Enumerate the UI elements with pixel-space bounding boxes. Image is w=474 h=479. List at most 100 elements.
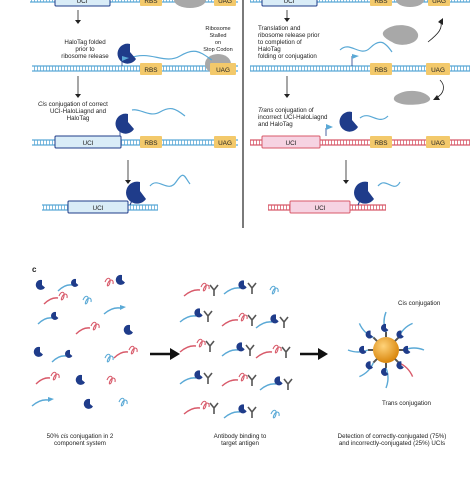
translation-label-line-1: Translation and xyxy=(258,25,301,32)
halotag-icon xyxy=(126,181,146,204)
uci-strand xyxy=(221,379,239,387)
peptide-icon xyxy=(104,277,114,287)
uci-strand xyxy=(347,349,369,353)
antibody-icon xyxy=(394,336,400,342)
uci-box-label: UCI xyxy=(82,140,93,147)
antibody-icon xyxy=(209,284,219,296)
uag-box-label: UAG xyxy=(432,0,446,5)
peptide-icon xyxy=(272,344,282,354)
left-row-4: UCI xyxy=(42,160,191,214)
uci-strand xyxy=(35,377,51,385)
uci-strand xyxy=(75,327,91,335)
uci-strand xyxy=(103,307,121,315)
uci-box-label: UCI xyxy=(314,205,325,212)
peptide-icon xyxy=(238,312,248,322)
uag-box xyxy=(210,63,236,75)
left-row-2: RBS UAG xyxy=(32,43,238,98)
peptide-icon xyxy=(200,282,210,292)
halotag-icon xyxy=(274,376,283,386)
trans-label-line-3: and HaloTag xyxy=(258,121,293,128)
uci-box xyxy=(67,200,129,214)
caption-2-line-2: target antigen xyxy=(221,440,259,447)
rbs-box-label: RBS xyxy=(144,0,157,5)
ribosome xyxy=(174,0,206,8)
uag-box xyxy=(428,0,450,6)
antibody-icon xyxy=(281,346,291,358)
halotag-icon xyxy=(339,111,358,132)
uci-strand xyxy=(223,287,241,295)
caption-3-line-1: Detection of correctly-conjugated (75%) xyxy=(338,433,447,440)
peptide-chain xyxy=(131,107,186,117)
uci-strand xyxy=(255,351,273,359)
antibody-icon xyxy=(372,336,378,342)
antibody-icon xyxy=(203,310,213,322)
halotag-icon xyxy=(238,404,247,414)
halotag-icon xyxy=(359,345,367,354)
peptide-icon xyxy=(58,291,68,301)
antibody-icon xyxy=(283,378,293,390)
uci-strand xyxy=(255,321,273,329)
rbs-box-label: RBS xyxy=(144,67,157,74)
antibody-icon xyxy=(247,406,257,418)
halotag-icon xyxy=(194,308,203,318)
uag-box xyxy=(214,136,236,148)
peptide-chain xyxy=(377,181,401,187)
uci-strand xyxy=(223,411,241,419)
antibody-icon xyxy=(279,316,289,328)
peptide-icon xyxy=(50,371,60,381)
halotag-icon xyxy=(75,374,85,385)
trans-word: Trans xyxy=(258,107,273,114)
peptide-icon xyxy=(82,295,92,305)
peptide-icon xyxy=(269,285,279,295)
cis-conjugation-label: Cis conjugation xyxy=(398,300,441,307)
halotag-icon xyxy=(51,311,59,320)
uag-box-label: UAG xyxy=(216,67,230,74)
ribosome-label-line-4: Stop Codon xyxy=(203,47,233,53)
antibody-icon xyxy=(247,282,257,294)
halotag-icon xyxy=(354,181,374,204)
peptide-icon xyxy=(90,321,100,331)
halotag-icon xyxy=(117,43,136,64)
uag-box-label: UAG xyxy=(431,140,445,147)
halotag-icon xyxy=(236,342,245,352)
halotag-label-line-1: HaloTag folded xyxy=(64,39,106,46)
caption-1-line-2: component system xyxy=(54,440,106,447)
uci-strand xyxy=(37,317,53,325)
uci-box xyxy=(54,0,111,7)
ribosome-label-line-3: on xyxy=(215,40,221,46)
halotag-icon xyxy=(194,370,203,380)
uci-strand xyxy=(385,367,389,389)
peptide-chain xyxy=(129,50,213,61)
ligand-flag-icon xyxy=(352,54,359,59)
ribosome-label-line-2: Stalled xyxy=(209,33,226,39)
uag-box xyxy=(426,63,450,75)
peptide-icon xyxy=(106,375,116,385)
halotag-icon xyxy=(270,314,279,324)
halotag-icon xyxy=(65,349,73,358)
translation-label-line-5: folding or conjugation xyxy=(258,53,317,60)
ribosome xyxy=(382,25,419,45)
right-row-3: UCI RBS UAG xyxy=(250,111,470,149)
process-arrow-2 xyxy=(300,348,328,360)
rbs-box xyxy=(370,63,392,75)
peptide-icon xyxy=(128,345,138,355)
ligand-flag-icon xyxy=(120,305,126,310)
halotag-icon xyxy=(83,398,93,409)
ligand-flag-icon xyxy=(326,124,333,130)
uci-strand xyxy=(113,351,129,359)
halotag-icon xyxy=(381,323,389,332)
component-mixture xyxy=(31,274,138,409)
uci-strand xyxy=(359,362,375,378)
peptide-icon xyxy=(196,338,206,348)
right-row-1: UCI RBS UAG xyxy=(250,0,470,22)
peptide-chain xyxy=(339,41,393,53)
uci-box-label: UCI xyxy=(76,0,87,5)
uci-strand xyxy=(179,345,197,353)
halotag-icon xyxy=(396,361,404,370)
peptide-chain xyxy=(359,115,389,121)
left-row-1: UCI RBS UAG xyxy=(30,0,238,24)
halotag-icon xyxy=(381,367,389,376)
antibody-icon xyxy=(372,358,378,364)
antibody-icon xyxy=(247,314,257,326)
